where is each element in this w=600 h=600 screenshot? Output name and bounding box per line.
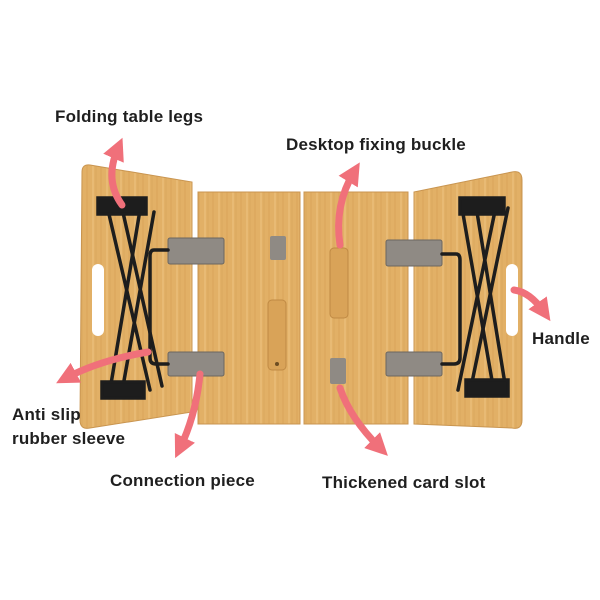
arrow-anti-slip xyxy=(56,348,152,384)
pointer-arrows xyxy=(56,137,551,459)
label-anti-slip-line1: Anti slip xyxy=(12,405,81,424)
label-folding-table-legs: Folding table legs xyxy=(55,107,204,126)
label-handle: Handle xyxy=(532,329,590,348)
fixing-buckle-right xyxy=(329,247,349,319)
handle-cutout-right xyxy=(506,264,518,336)
arrow-connection xyxy=(174,370,204,459)
label-anti-slip-line2: rubber sleeve xyxy=(12,429,126,448)
connection-hinges xyxy=(167,237,443,377)
left-center-panel xyxy=(197,191,301,425)
handle-cutout-left xyxy=(92,264,104,336)
right-center-panel xyxy=(303,191,409,425)
label-desktop-fixing-buckle: Desktop fixing buckle xyxy=(286,135,466,154)
label-connection-piece: Connection piece xyxy=(110,471,255,490)
arrow-folding-legs xyxy=(103,137,126,209)
card-slot-left xyxy=(270,236,286,260)
arrow-card-slot xyxy=(336,384,388,456)
fixing-buckle-left xyxy=(267,299,287,371)
arrow-handle xyxy=(510,286,551,322)
card-slot-right xyxy=(330,358,346,384)
arrow-fixing-buckle xyxy=(335,162,360,249)
label-thickened-card-slot: Thickened card slot xyxy=(322,473,486,492)
right-leg-frame xyxy=(440,196,510,398)
